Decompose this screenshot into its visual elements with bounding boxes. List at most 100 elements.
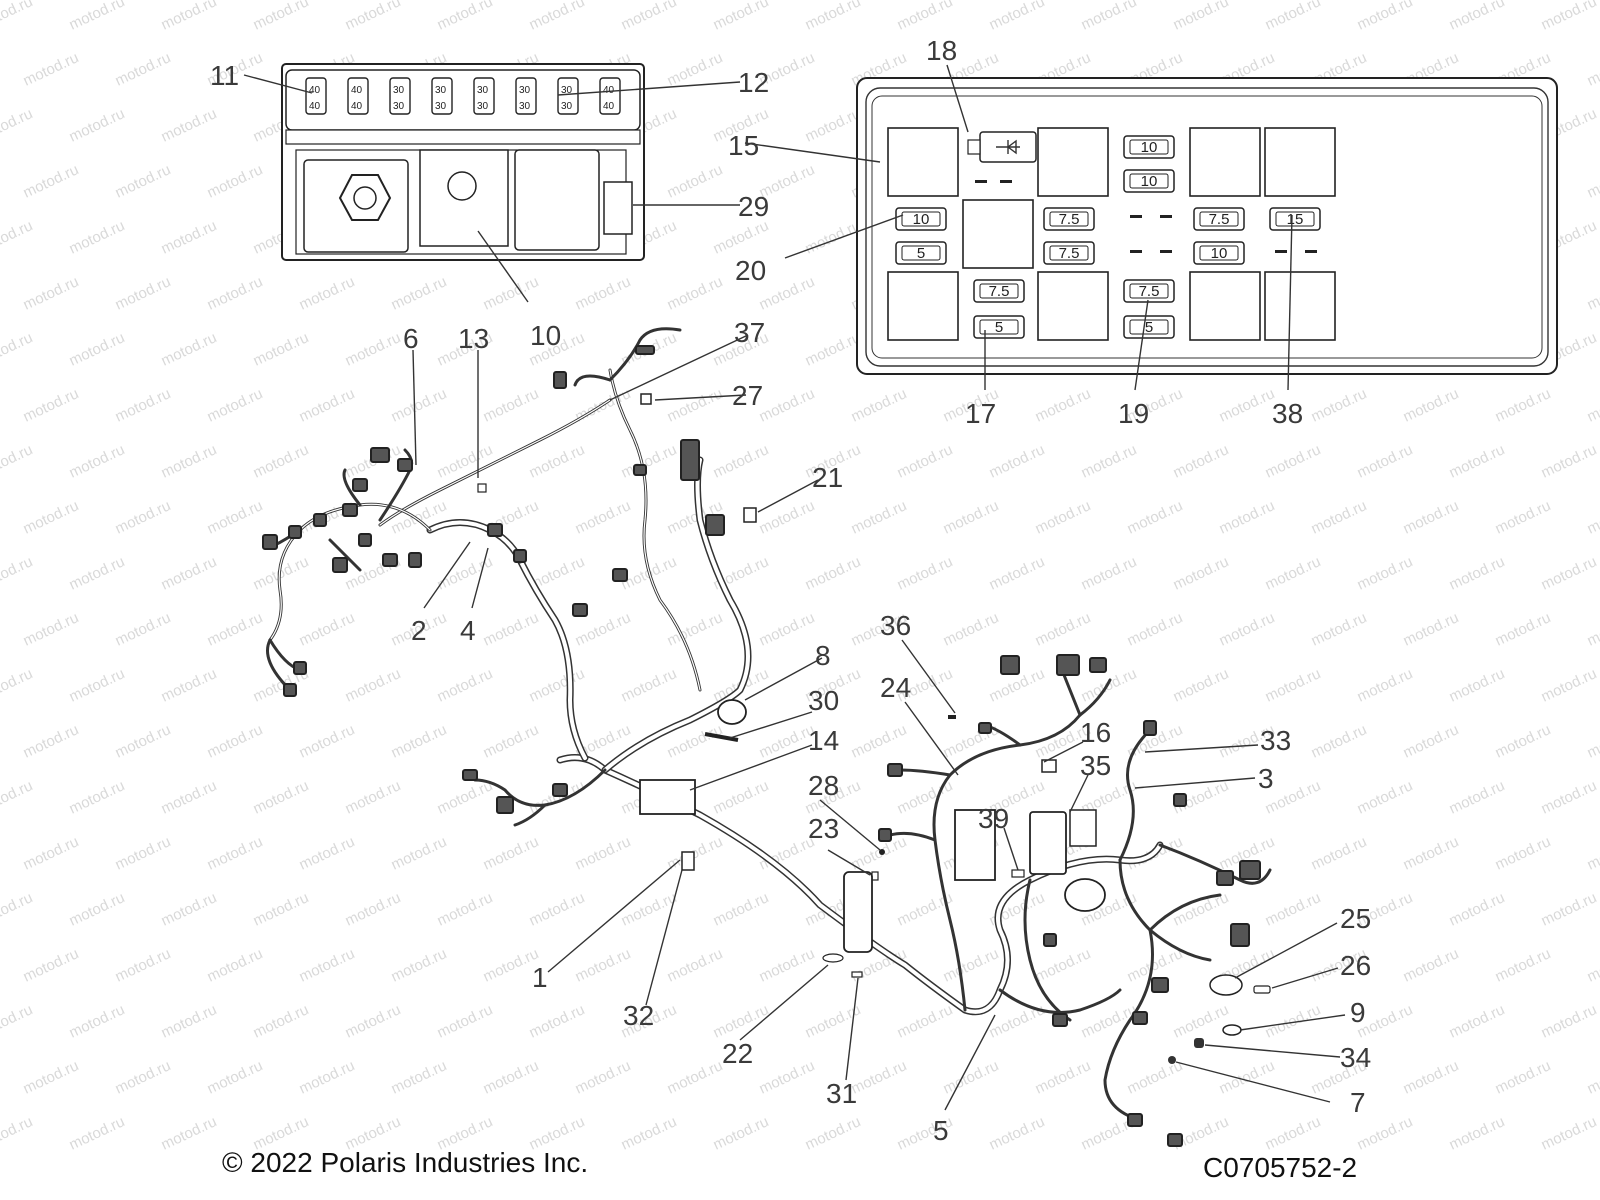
maxi-fuse [599, 77, 621, 115]
harness-connector [496, 796, 514, 814]
harness-connector [552, 783, 568, 797]
maxi-fuse [557, 77, 579, 115]
fuse-rating-bottom: 30 [477, 101, 489, 112]
harness-connectors [262, 345, 1261, 1147]
leader-lines [243, 64, 1346, 1111]
callout-11: 11 [210, 60, 239, 91]
watermark-text: motod.ru [67, 329, 128, 369]
watermark-text: motod.ru [1355, 1113, 1416, 1153]
watermark-text: motod.ru [1263, 1113, 1324, 1153]
watermark-text: motod.ru [67, 665, 128, 705]
watermark-text: motod.ru [1585, 1057, 1600, 1097]
watermark-text: motod.ru [803, 0, 864, 34]
watermark-text: motod.ru [1309, 497, 1370, 537]
relay-block-2 [514, 149, 600, 251]
part-7 [1168, 1056, 1176, 1064]
watermark-text: motod.ru [1493, 945, 1554, 985]
watermark-text: motod.ru [573, 833, 634, 873]
fuse-rating-bottom: 30 [519, 101, 531, 112]
watermark-text: motod.ru [1539, 889, 1600, 929]
callout-12: 12 [738, 67, 769, 98]
part-22 [822, 953, 844, 963]
watermark-text: motod.ru [481, 833, 542, 873]
watermark-text: motod.ru [1217, 1057, 1278, 1097]
harness-connector [978, 722, 992, 734]
watermark-text: motod.ru [665, 273, 726, 313]
watermark-text: motod.ru [205, 161, 266, 201]
figure-id: C0705752-2 [1203, 1152, 1357, 1183]
watermark-text: motod.ru [343, 777, 404, 817]
fuse-rating-top: 40 [351, 85, 363, 96]
fuse-rating: 7.5 [1059, 245, 1080, 262]
callout-39: 39 [978, 803, 1009, 834]
watermark-text: motod.ru [1125, 609, 1186, 649]
callout-16: 16 [1080, 717, 1111, 748]
watermark-text: motod.ru [481, 385, 542, 425]
watermark-text: motod.ru [1263, 1001, 1324, 1041]
watermark-text: motod.ru [435, 0, 496, 34]
watermark-text: motod.ru [205, 609, 266, 649]
watermark-text: motod.ru [1355, 441, 1416, 481]
watermark-text: motod.ru [1401, 721, 1462, 761]
watermark-text: motod.ru [205, 833, 266, 873]
watermark-text: motod.ru [941, 497, 1002, 537]
watermark-text: motod.ru [389, 945, 450, 985]
watermark-text: motod.ru [1539, 0, 1600, 34]
callout-26: 26 [1340, 950, 1371, 981]
watermark-text: motod.ru [389, 833, 450, 873]
callout-5: 5 [933, 1115, 949, 1146]
watermark-text: motod.ru [251, 441, 312, 481]
watermark-text: motod.ru [1355, 665, 1416, 705]
watermark-text: motod.ru [1585, 273, 1600, 313]
watermark-text: motod.ru [573, 945, 634, 985]
watermark-text: motod.ru [113, 49, 174, 89]
watermark-text: motod.ru [1033, 945, 1094, 985]
callout-20: 20 [735, 255, 766, 286]
watermark-text: motod.ru [67, 105, 128, 145]
harness-connector [313, 513, 327, 527]
watermark-text: motod.ru [1585, 385, 1600, 425]
watermark-text: motod.ru [665, 609, 726, 649]
callout-10: 10 [530, 320, 561, 351]
watermark-text: motod.ru [113, 1057, 174, 1097]
watermark-text: motod.ru [389, 273, 450, 313]
harness-connector [283, 683, 297, 697]
watermark-text: motod.ru [1263, 441, 1324, 481]
watermark-text: motod.ru [343, 329, 404, 369]
callout-38: 38 [1272, 398, 1303, 429]
callout-25: 25 [1340, 903, 1371, 934]
watermark-text: motod.ru [1585, 721, 1600, 761]
small-parts [477, 393, 1271, 1064]
fuse-rating: 5 [1145, 319, 1153, 336]
watermark-text: motod.ru [1447, 777, 1508, 817]
callout-17: 17 [965, 398, 996, 429]
harness-connector [1127, 1113, 1143, 1127]
watermark-text: motod.ru [1079, 665, 1140, 705]
harness-connector [635, 345, 655, 355]
watermark-text: motod.ru [1355, 777, 1416, 817]
callout-28: 28 [808, 770, 839, 801]
watermark-text: motod.ru [1033, 1057, 1094, 1097]
harness-connector [1167, 1133, 1183, 1147]
callout-31: 31 [826, 1078, 857, 1109]
harness-connector [553, 371, 567, 389]
watermark-text: motod.ru [0, 553, 35, 593]
watermark-text: motod.ru [1401, 833, 1462, 873]
watermark-text: motod.ru [251, 777, 312, 817]
watermark-text: motod.ru [113, 273, 174, 313]
watermark-text: motod.ru [67, 217, 128, 257]
watermark-text: motod.ru [1079, 441, 1140, 481]
maxi-fuse [515, 77, 537, 115]
watermark-text: motod.ru [1539, 665, 1600, 705]
watermark-text: motod.ru [1033, 609, 1094, 649]
callout-30: 30 [808, 685, 839, 716]
callout-21: 21 [812, 462, 843, 493]
watermark-text: motod.ru [1171, 0, 1232, 34]
watermark-text: motod.ru [251, 329, 312, 369]
watermark-text: motod.ru [757, 609, 818, 649]
watermark-text: motod.ru [1493, 721, 1554, 761]
watermark-text: motod.ru [205, 1057, 266, 1097]
watermark-text: motod.ru [21, 945, 82, 985]
watermark-text: motod.ru [435, 1001, 496, 1041]
